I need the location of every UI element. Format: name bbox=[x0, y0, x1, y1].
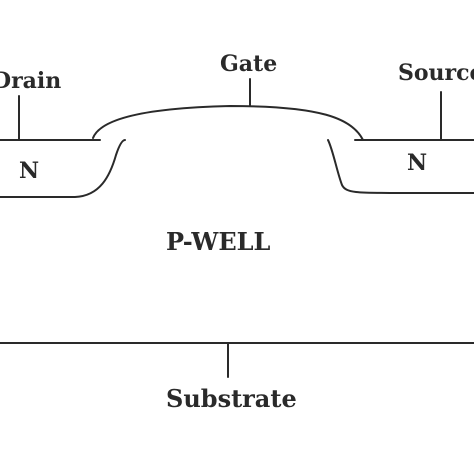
n-left-label: N bbox=[19, 158, 39, 184]
gate-electrode bbox=[92, 105, 364, 141]
drain-label: Drain bbox=[0, 68, 61, 94]
gate-label: Gate bbox=[220, 51, 277, 77]
n-region-right-boundary bbox=[327, 139, 474, 194]
p-well-label: P-WELL bbox=[166, 227, 271, 256]
substrate-label: Substrate bbox=[166, 384, 297, 413]
n-region-left-boundary bbox=[0, 139, 126, 198]
source-label: Source bbox=[398, 60, 474, 86]
n-right-label: N bbox=[407, 150, 427, 176]
